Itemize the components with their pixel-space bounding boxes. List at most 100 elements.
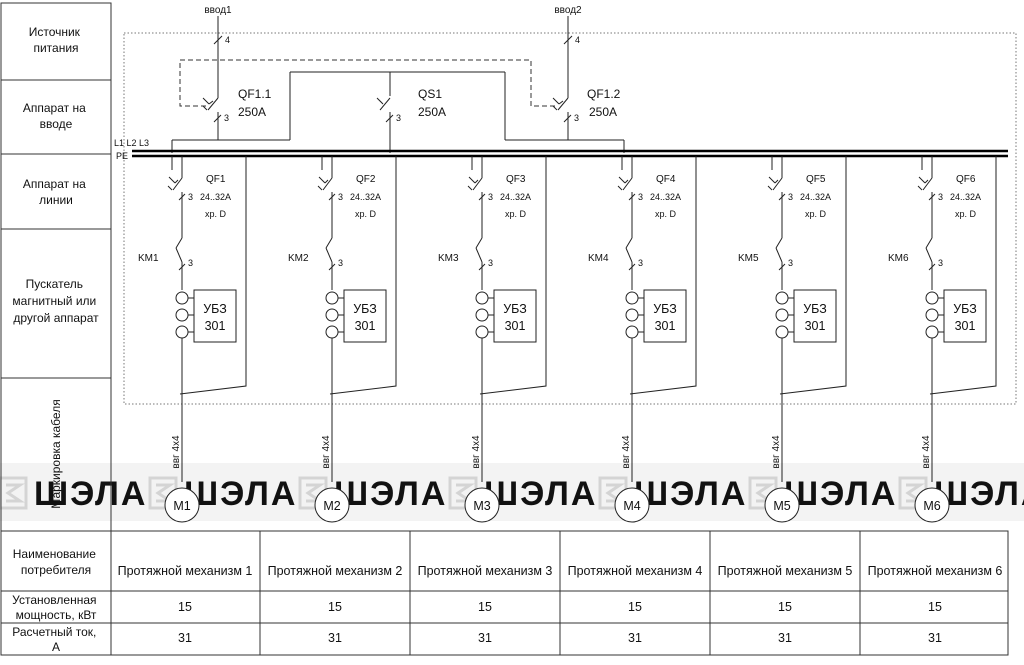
breaker-range: 24..32А [350, 192, 381, 202]
panel-boundary [123, 32, 1017, 405]
contactor-label: KM3 [438, 253, 459, 264]
rated-current-cell: 31 [928, 631, 942, 645]
protection-relay-box [943, 289, 987, 343]
breaker-poles: 3 [488, 192, 493, 202]
breaker-poles: 3 [638, 192, 643, 202]
row-label-starter: Пускатель магнитный или другой аппарат [12, 277, 99, 325]
feeder-enclosure-line [929, 156, 997, 395]
breaker-curve: хр. D [505, 209, 527, 219]
cable-marking: ввг 4х4 [471, 435, 482, 469]
motor-symbol [614, 487, 650, 523]
current-sensor-ring [625, 325, 639, 339]
consumer-name-cell: Протяжной механизм 5 [718, 564, 853, 578]
rated-current-cell: 31 [328, 631, 342, 645]
protection-relay-box [193, 289, 237, 343]
motor-symbol [314, 487, 350, 523]
input-section: ввод1 4 3 QF1.1 250А ввод2 4 [171, 5, 625, 153]
watermark-text: ШЭЛА [34, 475, 147, 513]
breaker-poles: 3 [938, 192, 943, 202]
feeder-breaker-symbol [467, 156, 486, 238]
consumer-name-cell: Протяжной механизм 1 [118, 564, 253, 578]
consumer-name-cell: Протяжной механизм 6 [868, 564, 1003, 578]
protection-relay-model: УБЗ [653, 302, 677, 316]
cable-marking: ввг 4х4 [321, 435, 332, 469]
motor-symbol [164, 487, 200, 523]
main-busbar: L1 L2 L3 PE [114, 138, 1008, 161]
motor-label: M6 [923, 499, 940, 513]
bus-pe-label: PE [116, 151, 128, 161]
svg-text:3: 3 [224, 113, 229, 123]
feeder-enclosure-line [479, 156, 547, 395]
contactor-symbol [775, 237, 786, 290]
current-sensor-ring [475, 291, 489, 305]
breaker-label: QF3 [506, 174, 526, 185]
svg-text:3: 3 [574, 113, 579, 123]
motor-label: M4 [623, 499, 640, 513]
protection-relay-model: УБЗ [353, 302, 377, 316]
current-sensor-ring [475, 308, 489, 322]
contactor-label: KM2 [288, 253, 309, 264]
qf1-2-label: QF1.2 [587, 87, 621, 101]
contactor-poles: 3 [938, 258, 943, 268]
contactor-label: KM6 [888, 253, 909, 264]
breaker-range: 24..32А [950, 192, 981, 202]
breaker-label: QF2 [356, 174, 376, 185]
contactor-label: KM4 [588, 253, 609, 264]
cable-marking: ввг 4х4 [771, 435, 782, 469]
protection-relay-box [343, 289, 387, 343]
breaker-range: 24..32А [200, 192, 231, 202]
watermark-logo: ШЭЛА [448, 475, 595, 513]
protection-relay-model: УБЗ [953, 302, 977, 316]
installed-power-cell: 15 [778, 600, 792, 614]
cable-marking: ввг 4х4 [921, 435, 932, 469]
contactor-symbol [925, 237, 936, 290]
feeder-breaker-symbol [767, 156, 786, 238]
motor-symbol [464, 487, 500, 523]
input2-label: ввод2 [554, 5, 582, 16]
watermark-logo: ШЭЛА [0, 475, 147, 513]
installed-power-cell: 15 [178, 600, 192, 614]
feeder-enclosure-line [779, 156, 847, 395]
motor-symbol [764, 487, 800, 523]
breaker-label: QF5 [806, 174, 826, 185]
watermark-text: ШЭЛА [634, 475, 747, 513]
cable-marking: ввг 4х4 [621, 435, 632, 469]
rated-current-cell: 31 [628, 631, 642, 645]
protection-relay-number: 301 [355, 319, 376, 333]
consumer-table: Наименование потребителя Установленная м… [0, 530, 1009, 656]
motor-label: M3 [473, 499, 490, 513]
feeder-breaker-symbol [167, 156, 186, 238]
watermark: ШЭЛАШЭЛАШЭЛАШЭЛАШЭЛАШЭЛАШЭЛА [0, 463, 1024, 521]
breaker-label: QF4 [656, 174, 676, 185]
breaker-label: QF1 [206, 174, 226, 185]
current-sensor-ring [325, 308, 339, 322]
contactor-poles: 3 [788, 258, 793, 268]
breaker-poles: 3 [788, 192, 793, 202]
current-sensor-ring [925, 325, 939, 339]
feeder-breaker-symbol [617, 156, 636, 238]
contactor-symbol [175, 237, 186, 290]
contactor-label: KM1 [138, 253, 159, 264]
qs1-rating: 250А [418, 105, 446, 119]
current-sensor-ring [925, 308, 939, 322]
table-header-power: Установленная мощность, кВт [12, 593, 100, 622]
current-sensor-ring [625, 308, 639, 322]
motor-symbol [914, 487, 950, 523]
motor-label: M5 [773, 499, 790, 513]
consumer-name-cell: Протяжной механизм 4 [568, 564, 703, 578]
cable-marking: ввг 4х4 [171, 435, 182, 469]
contactor-poles: 3 [638, 258, 643, 268]
qf1-2-breaker-symbol [552, 88, 572, 123]
breaker-curve: хр. D [955, 209, 977, 219]
svg-text:3: 3 [396, 113, 401, 123]
rated-current-cell: 31 [778, 631, 792, 645]
installed-power-cell: 15 [628, 600, 642, 614]
current-sensor-ring [925, 291, 939, 305]
protection-relay-number: 301 [955, 319, 976, 333]
contactor-poles: 3 [488, 258, 493, 268]
